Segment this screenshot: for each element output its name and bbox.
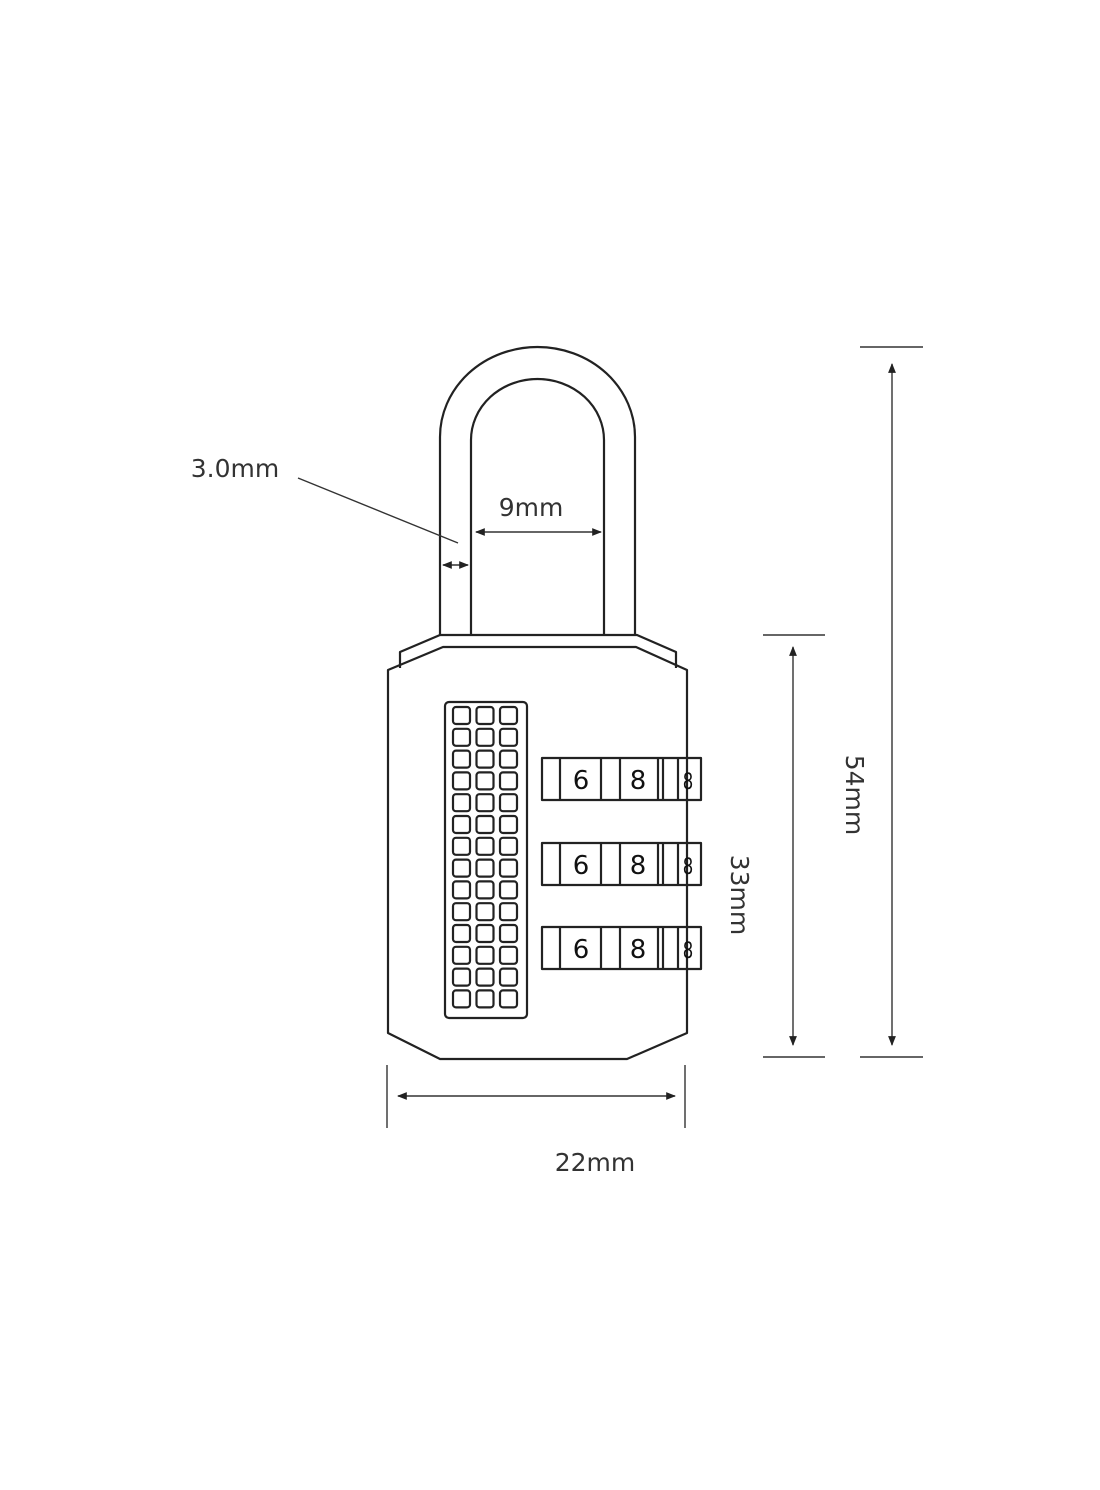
- grip-cell: [451, 989, 472, 1009]
- dial-digit: 6: [573, 851, 590, 881]
- grip-cell: [498, 793, 519, 813]
- grip-cell: [451, 967, 472, 987]
- label-54mm: 54mm: [840, 755, 869, 836]
- dial-2[interactable]: 6 8 8: [540, 841, 703, 887]
- grip-cell: [475, 880, 495, 900]
- grip-cell: [451, 836, 472, 856]
- grip-cell: [475, 793, 495, 813]
- grip-cell: [475, 727, 495, 747]
- dial-digit: 6: [573, 935, 590, 965]
- label-9mm: 9mm: [499, 493, 564, 522]
- grip-cell: [475, 749, 495, 769]
- grip-cell: [451, 749, 472, 769]
- grip-cell: [498, 902, 519, 922]
- grip-cell: [498, 836, 519, 856]
- grip-cell: [475, 923, 495, 944]
- shackle: [438, 345, 637, 635]
- grip-cell: [475, 836, 495, 856]
- grip-cell: [451, 923, 472, 944]
- grip-cell: [498, 858, 519, 878]
- grip-cell: [475, 989, 495, 1009]
- grip-cell: [498, 967, 519, 987]
- grip-cell: [475, 771, 495, 791]
- dial-digit: 8: [630, 766, 647, 796]
- grip-cell: [475, 902, 495, 922]
- dial-digit: 8: [683, 938, 694, 964]
- grip-cell: [451, 945, 472, 965]
- label-22mm: 22mm: [555, 1148, 636, 1177]
- grip-cell: [475, 814, 495, 835]
- grip-cell: [498, 945, 519, 965]
- dimension-body-height: 33mm: [725, 634, 825, 1058]
- grip-cell: [451, 793, 472, 813]
- dial-1[interactable]: 6 8 8: [540, 756, 703, 802]
- label-3mm: 3.0mm: [191, 454, 279, 483]
- grip-cell: [498, 923, 519, 944]
- dimension-shackle-width: 9mm: [475, 493, 602, 536]
- dimension-body-width: 22mm: [386, 1065, 686, 1177]
- dimension-shackle-thickness: 3.0mm: [191, 454, 469, 569]
- grip-cell: [498, 880, 519, 900]
- label-33mm: 33mm: [725, 855, 754, 936]
- combination-dials: 6 8 8 6 8 8 6 8 8: [540, 756, 703, 971]
- grip-cell: [498, 705, 519, 726]
- grip-cell: [451, 858, 472, 878]
- grip-cell: [451, 771, 472, 791]
- grip-cell: [475, 945, 495, 965]
- grip-cell: [498, 771, 519, 791]
- grip-cell: [451, 814, 472, 835]
- dial-digit: 8: [683, 769, 694, 795]
- grip-cell: [451, 902, 472, 922]
- grip-cell: [451, 880, 472, 900]
- grip-cell: [475, 858, 495, 878]
- grip-cell: [498, 749, 519, 769]
- grip-cell: [475, 967, 495, 987]
- dial-digit: 8: [683, 854, 694, 880]
- dimension-total-height: 54mm: [840, 346, 923, 1058]
- grip-cell: [498, 727, 519, 747]
- grip-cell: [498, 814, 519, 835]
- dial-digit: 6: [573, 766, 590, 796]
- grip-cell: [498, 989, 519, 1009]
- dial-digit: 8: [630, 935, 647, 965]
- lock-body: [386, 633, 689, 1061]
- grip-cell: [451, 705, 472, 726]
- grip-cell: [451, 727, 472, 747]
- grip-grid: [443, 700, 529, 1020]
- dial-3[interactable]: 6 8 8: [540, 925, 703, 971]
- grip-cell: [475, 705, 495, 726]
- dial-digit: 8: [630, 851, 647, 881]
